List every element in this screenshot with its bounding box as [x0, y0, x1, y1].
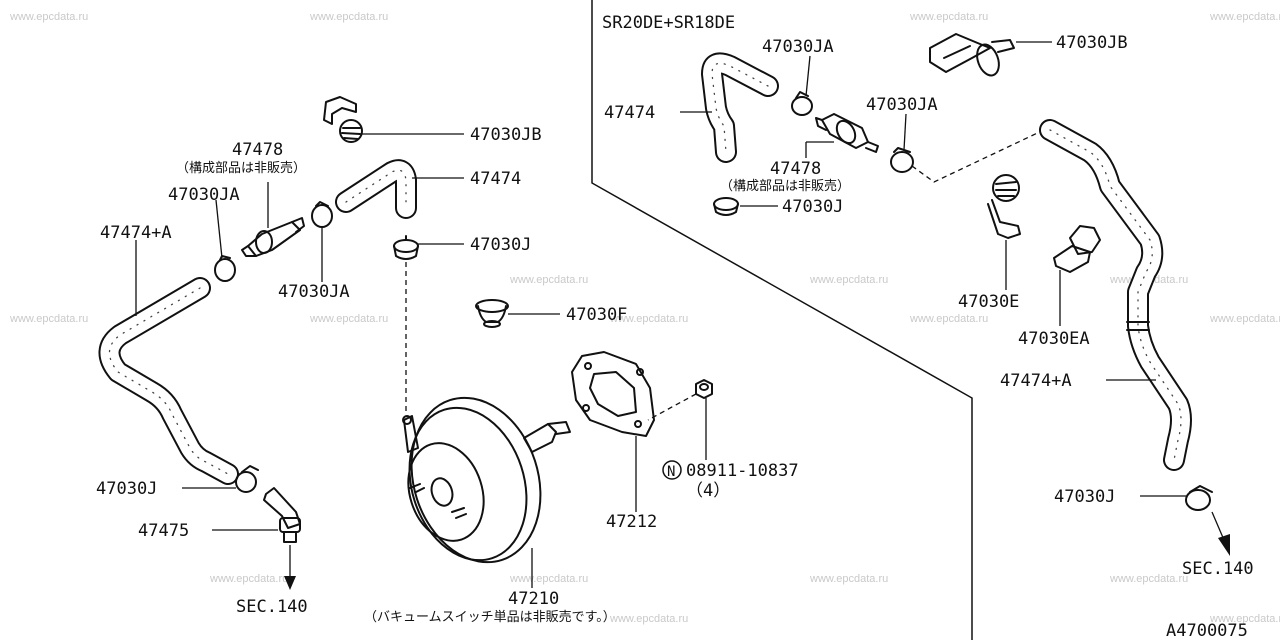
watermark: www.epcdata.ru: [509, 573, 588, 585]
watermark: www.epcdata.ru: [509, 274, 588, 286]
check-valve-47478-left: [241, 217, 305, 257]
label-47475: 47475: [138, 521, 189, 541]
clip-47030ja-left-a: [214, 255, 236, 282]
watermark: www.epcdata.ru: [809, 573, 888, 585]
label-47478-right: 47478: [770, 159, 821, 179]
clip-47030jb-right: [929, 33, 1015, 77]
watermark: www.epcdata.ru: [1209, 11, 1280, 23]
label-47478-left: 47478: [232, 140, 283, 160]
label-sec140-right: SEC.140: [1182, 559, 1254, 579]
label-47030jb-right: 47030JB: [1056, 33, 1128, 53]
hose-47474a-left: [98, 277, 239, 485]
label-08911-qty: （4）: [686, 481, 730, 501]
hose-47474-left: [335, 159, 417, 219]
label-47030j-right: 47030J: [782, 197, 843, 217]
watermark: www.epcdata.ru: [1209, 313, 1280, 325]
watermark: www.epcdata.ru: [1109, 573, 1188, 585]
check-valve-47478-right: [815, 113, 879, 153]
clip-47030ja-right-mid: [890, 147, 914, 173]
watermark: www.epcdata.ru: [209, 573, 288, 585]
label-47030jb-left: 47030JB: [470, 125, 542, 145]
note-47478-left: （構成部品は非販売）: [176, 160, 306, 176]
watermark: www.epcdata.ru: [9, 11, 88, 23]
label-47030ja-right-mid: 47030JA: [866, 95, 938, 115]
watermark: www.epcdata.ru: [909, 11, 988, 23]
right-labels: 47030JA 47030JB 47474 47030JA 47478 （構成部…: [604, 33, 1254, 579]
watermark: www.epcdata.ru: [809, 274, 888, 286]
watermark: www.epcdata.ru: [309, 313, 388, 325]
note-47478-right: （構成部品は非販売）: [720, 178, 850, 194]
label-47474-left: 47474: [470, 169, 521, 189]
hose-47474a-right: [1039, 119, 1192, 471]
label-47210: 47210: [508, 589, 559, 609]
grommet-47030f: [475, 299, 509, 328]
label-47030j-left-bottom: 47030J: [96, 479, 157, 499]
watermark: www.epcdata.ru: [9, 313, 88, 325]
hose-47474-right: [701, 52, 779, 163]
clip-47030ja-left-b: [311, 201, 333, 228]
n-symbol-icon: N: [662, 460, 682, 480]
label-47474-right: 47474: [604, 103, 655, 123]
variant-frame: [591, 0, 973, 640]
clip-47030j-right: [713, 197, 739, 216]
watermark: www.epcdata.ru: [309, 11, 388, 23]
clip-47030ja-right-top: [791, 91, 813, 116]
label-47030ja-left-b: 47030JA: [278, 282, 350, 302]
brake-booster-47210: [402, 396, 571, 588]
label-47030ja-left-a: 47030JA: [168, 185, 240, 205]
watermark: www.epcdata.ru: [609, 613, 688, 625]
clip-47030j-left-bottom: [235, 465, 259, 493]
clip-47030j-top: [393, 235, 419, 260]
arrow-down-icon: [1218, 534, 1230, 556]
clip-47030e: [987, 174, 1021, 239]
clip-47030jb-left: [323, 96, 363, 143]
watermark-grid: www.epcdata.ru www.epcdata.ru www.epcdat…: [9, 11, 1280, 625]
figure-code: A4700075: [1166, 621, 1248, 640]
watermark: www.epcdata.ru: [1209, 613, 1280, 625]
clip-47030j-right-bottom: [1185, 485, 1230, 556]
gasket-47212: [571, 351, 655, 512]
watermark: www.epcdata.ru: [909, 313, 988, 325]
label-47030e: 47030E: [958, 292, 1019, 312]
variant-title: SR20DE+SR18DE: [602, 13, 735, 33]
left-leaders: [135, 133, 560, 531]
label-47030ea: 47030EA: [1018, 329, 1090, 349]
label-47030j-right-bottom: 47030J: [1054, 487, 1115, 507]
assembly-line-right: [911, 127, 1049, 183]
label-sec140-left: SEC.140: [236, 597, 308, 617]
n-symbol-label: N: [667, 464, 675, 480]
elbow-47475: [263, 487, 301, 590]
right-leaders: [680, 41, 1186, 497]
label-47030f: 47030F: [566, 305, 627, 325]
label-47030ja-right-top: 47030JA: [762, 37, 834, 57]
label-08911-10837: 08911-10837: [686, 461, 799, 481]
note-47210: （バキュームスイッチ単品は非販売です。）: [364, 609, 616, 625]
label-47030j-top: 47030J: [470, 235, 531, 255]
left-labels: 47030JB 47478 （構成部品は非販売） 47474 47030JA 4…: [96, 125, 799, 625]
watermark: www.epcdata.ru: [609, 313, 688, 325]
label-47212: 47212: [606, 512, 657, 532]
label-47474a-right: 47474+A: [1000, 371, 1072, 391]
arrow-down-icon: [284, 576, 296, 590]
clip-47030ea: [1053, 225, 1101, 273]
nut-08911-10837: [647, 379, 713, 460]
label-47474a-left: 47474+A: [100, 223, 172, 243]
